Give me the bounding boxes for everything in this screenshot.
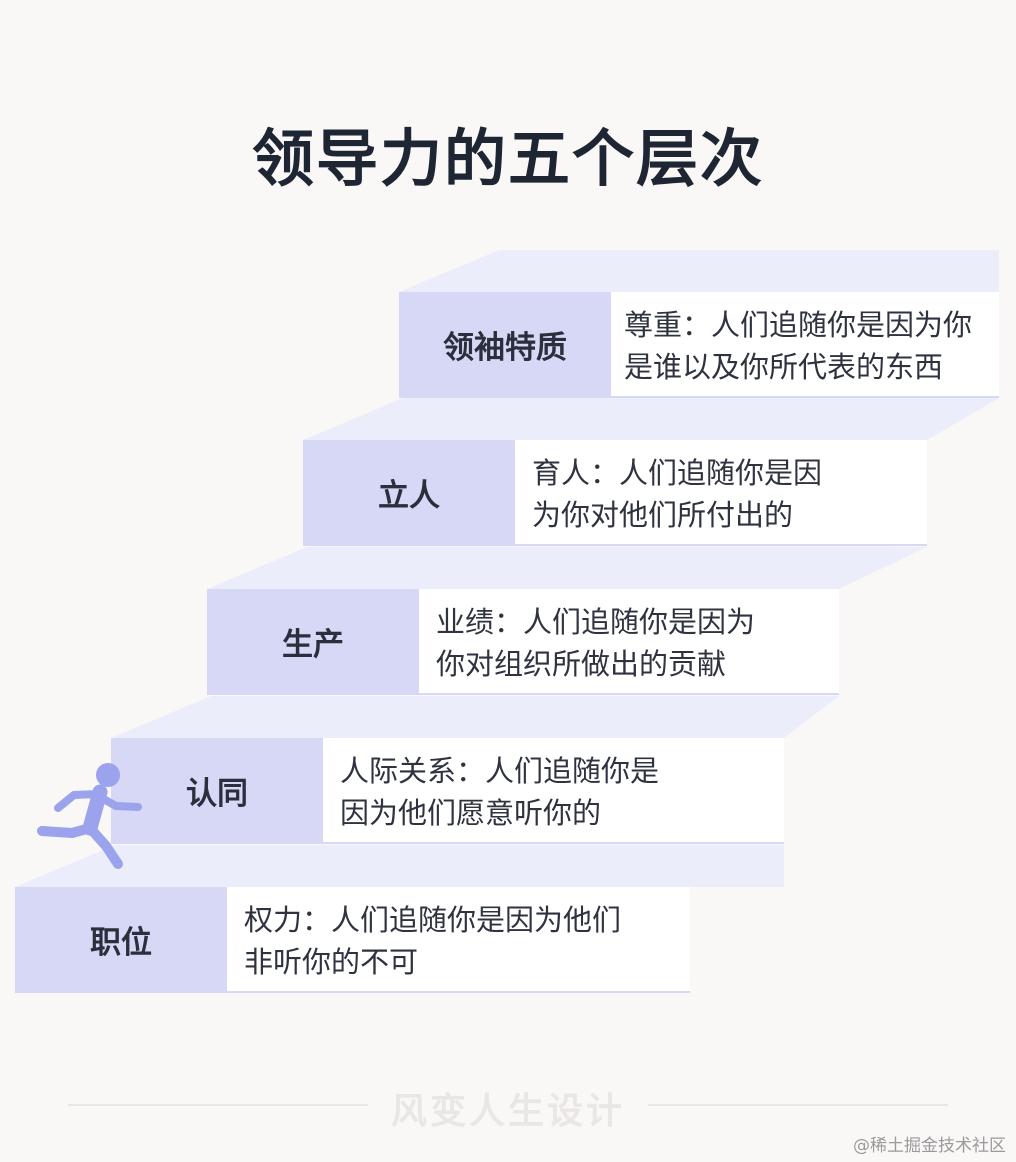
step-label-bg-3 — [207, 589, 419, 693]
step-label-bg-5 — [15, 887, 227, 991]
footer-divider-left — [68, 1104, 368, 1106]
level-desc-line: 尊重：人们追随你是因为你 — [624, 308, 973, 342]
level-desc-line: 人际关系：人们追随你是 — [340, 754, 660, 788]
level-label-develop: 立人 — [378, 477, 440, 514]
step-edge-1 — [399, 396, 999, 398]
step-desc-bg-1 — [611, 292, 999, 396]
step-desc-bg-3 — [419, 589, 839, 693]
level-desc-line: 为你对他们所付出的 — [532, 498, 794, 532]
level-desc-production: 业绩：人们追随你是因为 你对组织所做出的贡献 — [436, 601, 836, 685]
footer-credit: 风变人生设计 — [390, 1091, 625, 1132]
step-edge-5 — [15, 991, 690, 993]
step-tread-3 — [207, 547, 927, 589]
step-label-bg-4 — [111, 738, 323, 842]
level-desc-position: 权力：人们追随你是因为他们 非听你的不可 — [244, 899, 688, 983]
level-desc-line: 业绩：人们追随你是因为 — [436, 605, 756, 639]
step-tread-1 — [399, 250, 999, 292]
level-label-leadership: 领袖特质 — [443, 329, 567, 366]
level-label-permission: 认同 — [186, 775, 248, 812]
step-tread-4 — [111, 696, 839, 738]
level-desc-line: 是谁以及你所代表的东西 — [624, 350, 944, 384]
step-tread-5 — [15, 845, 784, 887]
step-desc-bg-5 — [227, 887, 690, 991]
running-person-icon — [37, 763, 142, 869]
level-desc-line: 权力：人们追随你是因为他们 — [244, 903, 622, 937]
step-desc-bg-2 — [515, 440, 927, 544]
step-label-bg-1 — [399, 292, 611, 396]
step-edge-2 — [303, 544, 927, 546]
level-desc-line: 你对组织所做出的贡献 — [436, 647, 727, 681]
step-label-bg-2 — [303, 440, 515, 544]
level-desc-develop: 育人：人们追随你是因 为你对他们所付出的 — [532, 452, 922, 536]
page-title: 领导力的五个层次 — [251, 122, 764, 195]
footer-divider-right — [648, 1104, 948, 1106]
level-desc-line: 因为他们愿意听你的 — [340, 796, 602, 830]
level-desc-leadership: 尊重：人们追随你是因为你 是谁以及你所代表的东西 — [624, 304, 996, 388]
level-desc-permission: 人际关系：人们追随你是 因为他们愿意听你的 — [340, 750, 780, 834]
level-desc-line: 育人：人们追随你是因 — [532, 456, 823, 490]
step-edge-3 — [207, 693, 839, 695]
watermark: @稀土掘金技术社区 — [853, 1136, 1006, 1156]
step-desc-bg-4 — [323, 738, 784, 842]
step-edge-4 — [111, 842, 784, 844]
level-label-production: 生产 — [282, 626, 344, 663]
level-label-position: 职位 — [90, 924, 152, 961]
level-desc-line: 非听你的不可 — [244, 945, 419, 979]
step-tread-2 — [303, 398, 999, 440]
